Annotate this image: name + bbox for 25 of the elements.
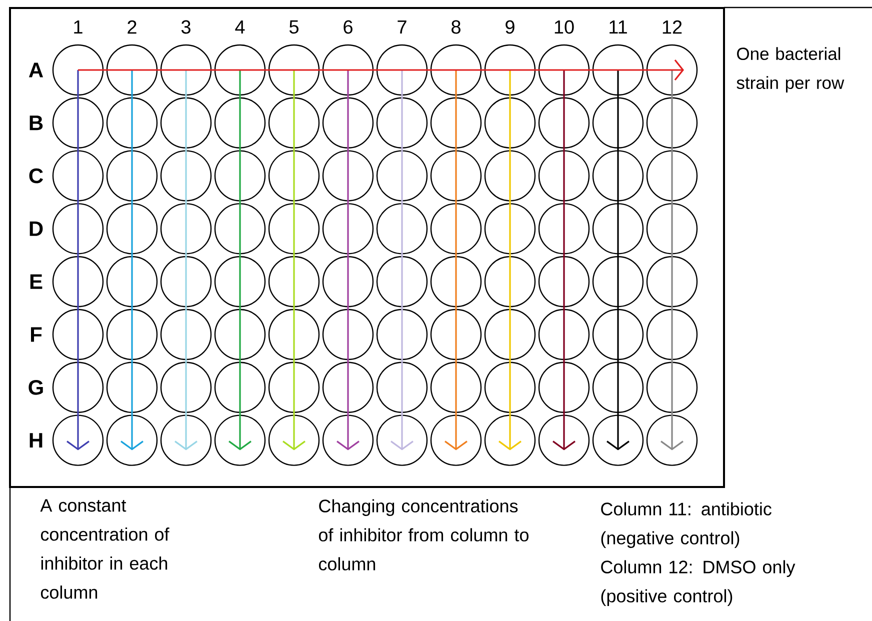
row-letter: H: [30, 433, 42, 448]
note: Changing concentrations of inhibitor from column to column: [318, 499, 528, 570]
row-letter: B: [30, 116, 43, 130]
column-number: 7: [398, 20, 406, 34]
column-number: 4: [235, 20, 245, 34]
row-letter: D: [30, 221, 43, 236]
row-letter: A: [28, 62, 44, 78]
column-number: 11: [610, 20, 627, 34]
note: Column 11: antibiotic (negative control): [601, 502, 772, 548]
column-number: 10: [554, 20, 574, 34]
column-number: 1: [74, 20, 82, 34]
row-letter: C: [29, 168, 43, 184]
row-letter: F: [31, 327, 42, 342]
row-letter: E: [30, 274, 42, 289]
note: A constant concentration of inhibitor in each column: [40, 499, 170, 599]
column-number: 8: [452, 20, 460, 34]
column-number: 2: [128, 20, 136, 34]
column-number: 9: [506, 20, 514, 34]
column-number: 3: [181, 20, 190, 34]
note: One bacterial strain per row: [736, 47, 844, 93]
column-number: 12: [662, 20, 682, 34]
note: Column 12: DMSO only (positive control): [601, 560, 796, 606]
column-number: 6: [344, 20, 352, 34]
row-letter: G: [28, 380, 43, 395]
column-number: 5: [289, 20, 298, 34]
